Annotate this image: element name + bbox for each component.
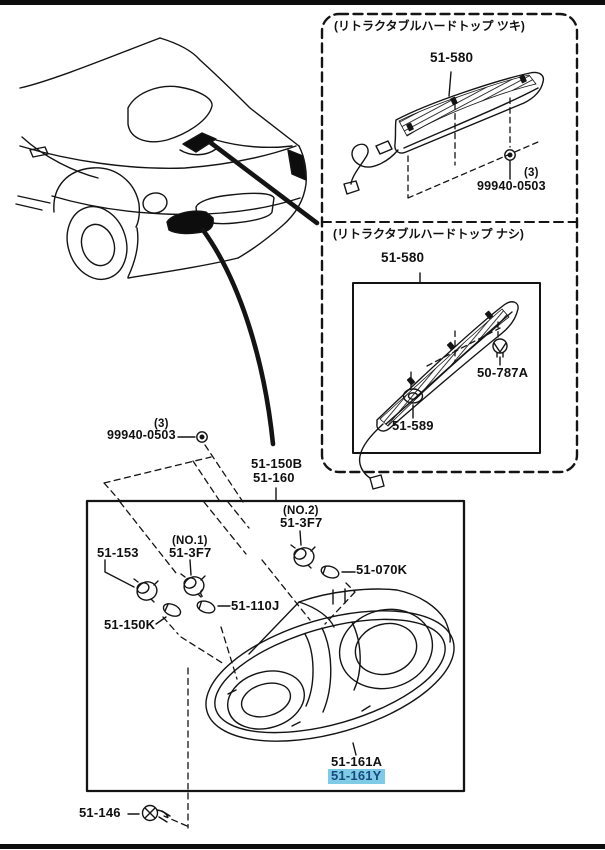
part-label-51-160: 51-160 [253, 470, 295, 485]
part-label-51-150B: 51-150B [251, 456, 303, 471]
page-bottom-rule [0, 844, 605, 849]
section2-inner-box [352, 272, 541, 454]
high-mount-lamp-highlight [182, 132, 217, 153]
taillight-box-border [85, 499, 466, 793]
part-label-50-787A: 50-787A [477, 365, 529, 380]
bulb-socket-icon-no1 [180, 573, 206, 598]
panel-caption-with-hardtop: (リトラクタブルハードトップ ツキ) [334, 19, 525, 33]
qty-label-grommet-a: (3) [524, 167, 539, 179]
part-label-51-3F7-no1: 51-3F7 [169, 545, 212, 560]
wedge-bulb-icon-51-070K [320, 565, 340, 579]
wire-harness-drawing-2 [358, 423, 385, 490]
wedge-bulb-icon-51-150K [162, 603, 182, 617]
part-label-51-146: 51-146 [79, 805, 121, 820]
part-label-51-3F7-no2: 51-3F7 [280, 515, 323, 530]
section2-guides [410, 321, 501, 419]
part-label-51-161Y-selected[interactable]: 51-161Y [328, 769, 385, 784]
grommet-ring-icon [402, 388, 424, 404]
part-label-51-161A: 51-161A [331, 754, 383, 769]
taillight-assembly-drawing [205, 588, 455, 742]
hardtop-detail-panel-border [320, 12, 579, 474]
qty-label-grommet-b: (3) [154, 418, 169, 430]
no1-label: (NO.1) [172, 535, 208, 547]
bulb-socket-icon-51-153 [133, 578, 159, 603]
part-label-51-150K: 51-150K [104, 617, 156, 632]
bulb-socket-icon-no2 [290, 544, 316, 569]
wire-harness-drawing-1 [343, 140, 399, 195]
mainbox-guides [104, 501, 357, 790]
far-taillight-highlight [287, 149, 307, 181]
screw-icon [492, 338, 508, 358]
part-label-51-070K: 51-070K [356, 562, 408, 577]
part-label-51-589: 51-589 [392, 418, 434, 433]
panel-caption-without-hardtop: (リトラクタブルハードトップ ナシ) [333, 227, 524, 241]
part-label-51-110J: 51-110J [231, 598, 280, 613]
wedge-bulb-icon-51-110J [196, 589, 216, 614]
leader-to-taillight-box [200, 227, 276, 447]
page-top-rule [0, 0, 605, 5]
bottom-screw-icon [141, 804, 171, 823]
no2-label: (NO.2) [283, 505, 319, 517]
part-label-99940-0503-a: 99940-0503 [477, 179, 546, 193]
taillight-highlight [166, 210, 214, 235]
middle-grommet-icon [196, 431, 208, 443]
highmount-lamp-drawing-1 [394, 71, 545, 154]
part-label-99940-0503-b: 99940-0503 [107, 428, 176, 442]
part-label-51-153: 51-153 [97, 545, 139, 560]
part-label-51-580-a: 51-580 [430, 50, 474, 65]
car-rear-illustration [15, 37, 307, 281]
section1-guides [407, 71, 539, 199]
leader-to-highmount-panel [208, 140, 320, 226]
middle-guides [103, 436, 277, 503]
grommet-icon [504, 149, 516, 161]
part-label-51-580-b: 51-580 [381, 250, 425, 265]
